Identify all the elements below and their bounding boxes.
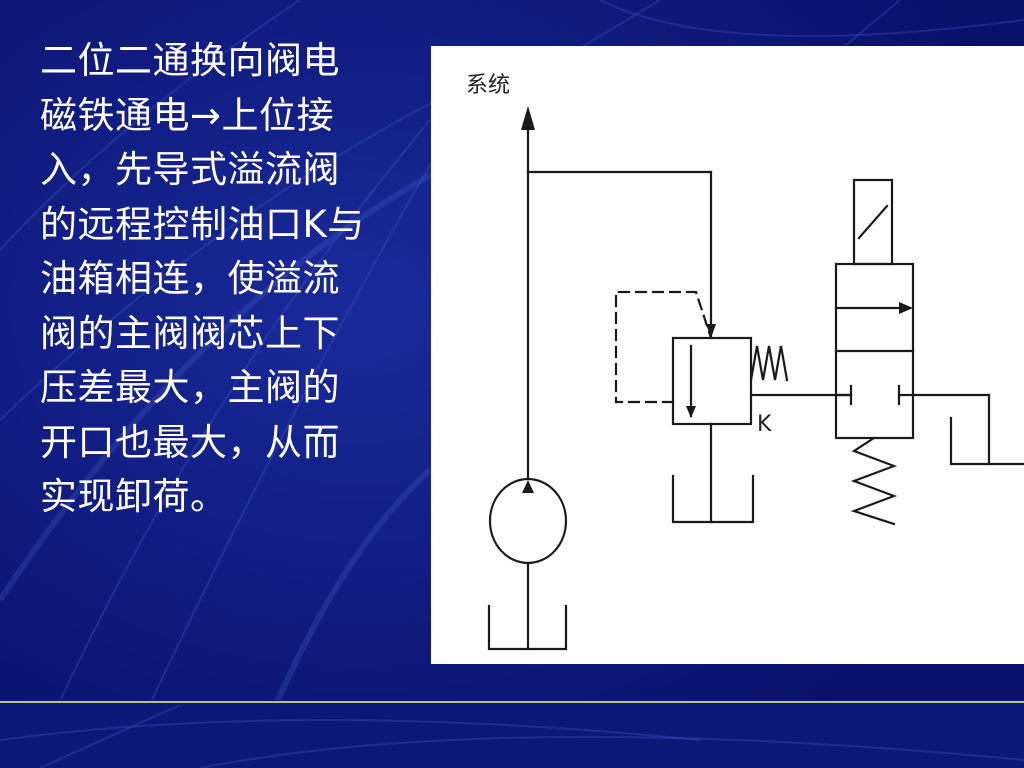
- relief-spring-symbol: [749, 345, 789, 382]
- body-line: 油箱相连，使溢流: [40, 257, 340, 300]
- system-label: 系统: [466, 73, 510, 98]
- body-line: 实现卸荷。: [40, 475, 228, 518]
- system-arrow-icon: [521, 106, 535, 130]
- pump-arrow-icon: [522, 480, 534, 493]
- hydraulic-diagram-panel: 系统 K: [431, 46, 1024, 664]
- body-line: 压差最大，主阀的: [40, 366, 340, 409]
- return-spring-symbol: [850, 436, 898, 526]
- solenoid-slash: [857, 204, 889, 240]
- relief-valve-body: [671, 336, 753, 426]
- body-line: 阀的主阀阀芯上下: [40, 311, 340, 355]
- pump-tank-symbol: [487, 604, 568, 651]
- body-line: 入，先导式溢流阀: [40, 148, 340, 191]
- return-tank-symbol: [949, 416, 1024, 466]
- slide-body-text: 二位二通换向阀电 磁铁通电→上位接 入，先导式溢流阀 的远程控制油口K与 油箱相…: [40, 34, 430, 525]
- body-line: 的远程控制油口K与: [40, 202, 365, 246]
- body-line: 磁铁通电→上位接: [40, 93, 335, 137]
- relief-tank-symbol: [671, 474, 755, 524]
- hydraulic-circuit-diagram: 系统 K: [466, 73, 1024, 651]
- body-line: 二位二通换向阀电: [40, 39, 340, 82]
- pilot-dashed-line: [614, 290, 713, 404]
- pilot-arrow-icon: [706, 324, 716, 338]
- body-line: 开口也最大，从而: [40, 420, 340, 464]
- port-k-label: K: [757, 412, 772, 437]
- valve-flow-arrow-icon: [899, 302, 913, 314]
- relief-valve-arrow-icon: [686, 406, 696, 418]
